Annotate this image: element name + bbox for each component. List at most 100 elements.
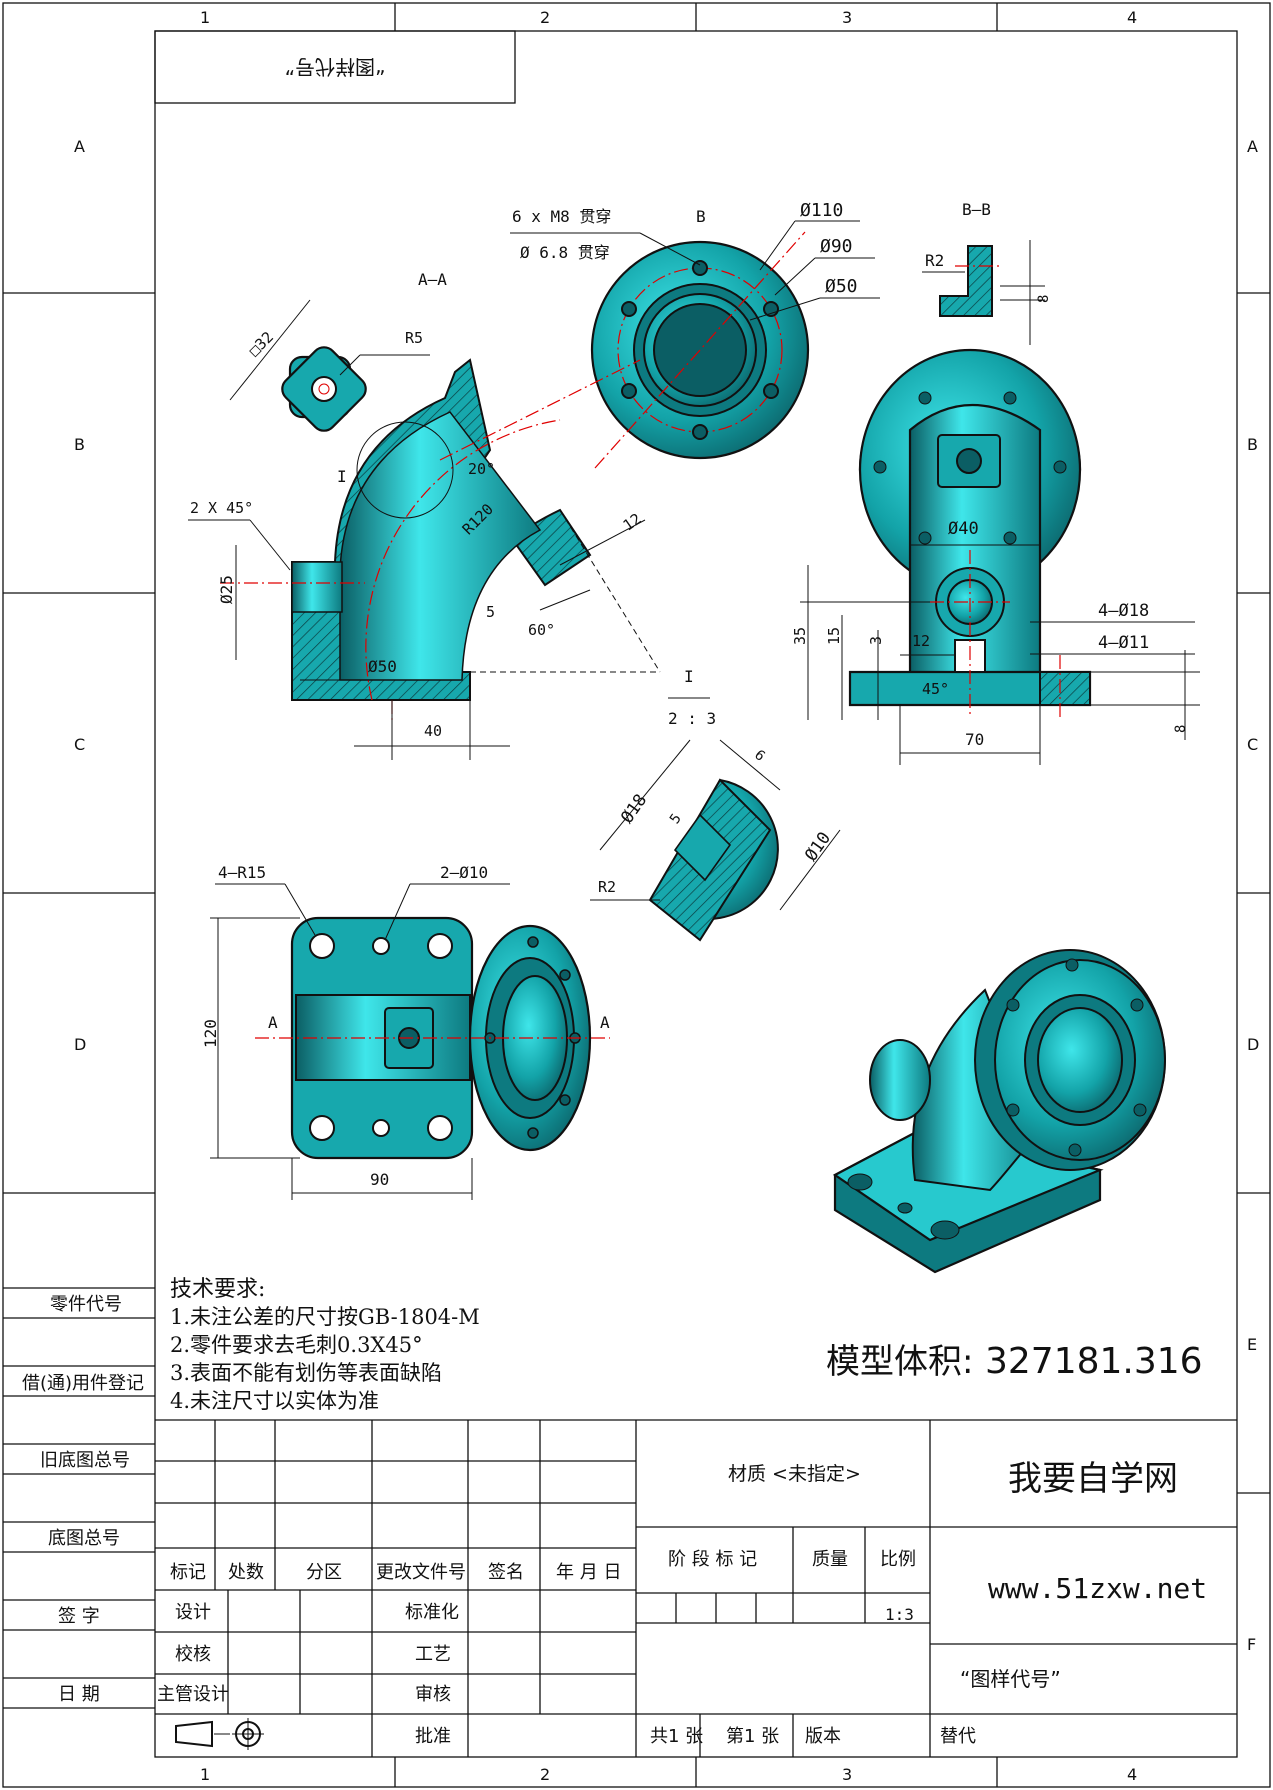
col-label: 1	[200, 8, 210, 27]
side-table: 零件代号 借(通)用件登记 旧底图总号 底图总号 签 字 日 期	[3, 1287, 155, 1709]
side-label-old-base: 旧底图总号	[40, 1450, 130, 1471]
section-aa-label: A—A	[418, 270, 447, 289]
role-lead: 主管设计	[157, 1684, 229, 1705]
col-label: 2	[540, 8, 550, 27]
dim-holes-m8: 6 x M8 贯穿	[512, 207, 611, 226]
dim-holes-drill: Ø 6.8 贯穿	[520, 243, 610, 262]
drawing-code-rotated: “图样代号”	[285, 55, 386, 79]
side-label-part-code: 零件代号	[50, 1294, 122, 1315]
flange-view: 6 x M8 贯穿 Ø 6.8 贯穿 B Ø110 Ø90 Ø50	[439, 200, 880, 469]
company-name: 我要自学网	[1008, 1459, 1178, 1499]
dim-d40: Ø40	[948, 519, 979, 539]
side-label-base-no: 底图总号	[48, 1528, 120, 1549]
dim-d50b: Ø50	[825, 276, 858, 297]
rev-header: 处数	[228, 1562, 264, 1583]
dim-h3: 3	[867, 636, 885, 645]
material: 材质 <未指定>	[728, 1463, 861, 1485]
dim-w12b: 12	[912, 632, 930, 650]
side-label-sign: 签 字	[58, 1606, 100, 1627]
stage-mark: 阶 段 标 记	[668, 1549, 757, 1570]
approval-process: 工艺	[415, 1644, 451, 1665]
row-label: F	[1247, 1635, 1256, 1654]
row-label: B	[1247, 435, 1258, 454]
rev-header: 签名	[488, 1562, 524, 1583]
row-label: B	[74, 435, 85, 454]
side-label-date: 日 期	[58, 1684, 100, 1705]
dim-d25: Ø25	[217, 575, 236, 604]
rev-header: 年 月 日	[556, 1562, 621, 1583]
dim-d18x4: 4—Ø18	[1098, 601, 1149, 621]
role-design: 设计	[175, 1602, 211, 1623]
col-label: 3	[842, 1765, 852, 1784]
dim-w90: 90	[370, 1170, 389, 1189]
approval-std: 标准化	[405, 1602, 459, 1623]
rev-header: 分区	[306, 1562, 342, 1583]
dim-w5b: 5	[667, 811, 685, 827]
tech-item: 3.表面不能有划伤等表面缺陷	[170, 1361, 442, 1385]
dim-d10x2: 2—Ø10	[440, 863, 488, 882]
col-label: 4	[1127, 1765, 1137, 1784]
drawing-code-box	[154, 30, 516, 104]
dim-h120: 120	[201, 1019, 220, 1048]
detail-scale: 2 : 3	[668, 709, 716, 728]
approval-review: 审核	[415, 1684, 451, 1705]
side-view: Ø40 35 15 3 12 45° 70 4—Ø18 4—Ø11 8	[791, 348, 1200, 765]
top-view: A A 4—R15 2—Ø10 120 90	[201, 863, 610, 1200]
sheet-no: 第1 张	[726, 1726, 779, 1747]
row-label: A	[1247, 137, 1258, 156]
dim-h15: 15	[825, 627, 843, 645]
row-label: D	[74, 1035, 86, 1054]
dim-40: 40	[424, 722, 442, 740]
volume-label: 模型体积:	[826, 1342, 973, 1382]
detail-label: I	[684, 667, 694, 686]
rev-header: 标记	[170, 1562, 206, 1583]
drawing-code: “图样代号”	[960, 1667, 1061, 1691]
tech-item: 1.未注公差的尺寸按GB-1804-M	[170, 1305, 480, 1329]
dim-h8b: 8	[1173, 725, 1189, 733]
dim-5: 5	[486, 603, 495, 621]
replace-label: 替代	[940, 1726, 976, 1747]
dim-square: □32	[245, 328, 277, 360]
row-label: C	[1247, 735, 1258, 754]
detail-callout: I	[337, 467, 347, 486]
dim-45deg: 45°	[922, 680, 949, 698]
col-label: 3	[842, 8, 852, 27]
tech-requirements: 技术要求: 1.未注公差的尺寸按GB-1804-M 2.零件要求去毛刺0.3X4…	[170, 1277, 480, 1413]
sheets-total: 共1 张	[650, 1726, 703, 1747]
section-mark-a-left: A	[268, 1013, 278, 1032]
dim-d110: Ø110	[800, 200, 843, 221]
row-label: A	[74, 137, 85, 156]
isometric-view	[832, 949, 1166, 1274]
tech-item: 2.零件要求去毛刺0.3X45°	[170, 1333, 423, 1357]
volume-value: 327181.316	[985, 1341, 1203, 1382]
column-labels: 1 2 3 4 1 2 3 4	[200, 8, 1137, 1784]
col-label: 2	[540, 1765, 550, 1784]
row-label: C	[74, 735, 85, 754]
dim-chamfer: 2 X 45°	[190, 499, 253, 517]
scale-value: 1:3	[885, 1605, 914, 1624]
dim-60deg: 60°	[528, 621, 555, 639]
tech-item: 4.未注尺寸以实体为准	[170, 1389, 379, 1413]
rev-header: 更改文件号	[376, 1562, 466, 1583]
col-label: 1	[200, 1765, 210, 1784]
approval-approve: 批准	[415, 1726, 451, 1747]
projection-cone-icon	[175, 1720, 213, 1748]
section-mark-b: B	[696, 207, 706, 226]
section-mark-a-right: A	[600, 1013, 610, 1032]
version-label: 版本	[805, 1726, 841, 1747]
dim-20deg: 20°	[468, 460, 495, 478]
scale-label: 比例	[880, 1549, 916, 1570]
dim-h8: 8	[1036, 295, 1052, 303]
section-view-aa: A—A □32 R5 I 2 X 45° Ø25 Ø50 40 R120	[188, 270, 661, 760]
title-block: 标记 处数 分区 更改文件号 签名 年 月 日 设计 校核 主管设计 标准化 工…	[155, 1419, 1237, 1757]
tech-title: 技术要求:	[170, 1277, 265, 1302]
side-label-borrowed: 借(通)用件登记	[22, 1373, 144, 1394]
dim-r15x4: 4—R15	[218, 863, 266, 882]
col-label: 4	[1127, 8, 1137, 27]
dim-d50: Ø50	[368, 657, 397, 676]
dim-w70: 70	[965, 730, 984, 749]
dim-d18: Ø18	[617, 791, 651, 828]
website: www.51zxw.net	[988, 1572, 1207, 1605]
